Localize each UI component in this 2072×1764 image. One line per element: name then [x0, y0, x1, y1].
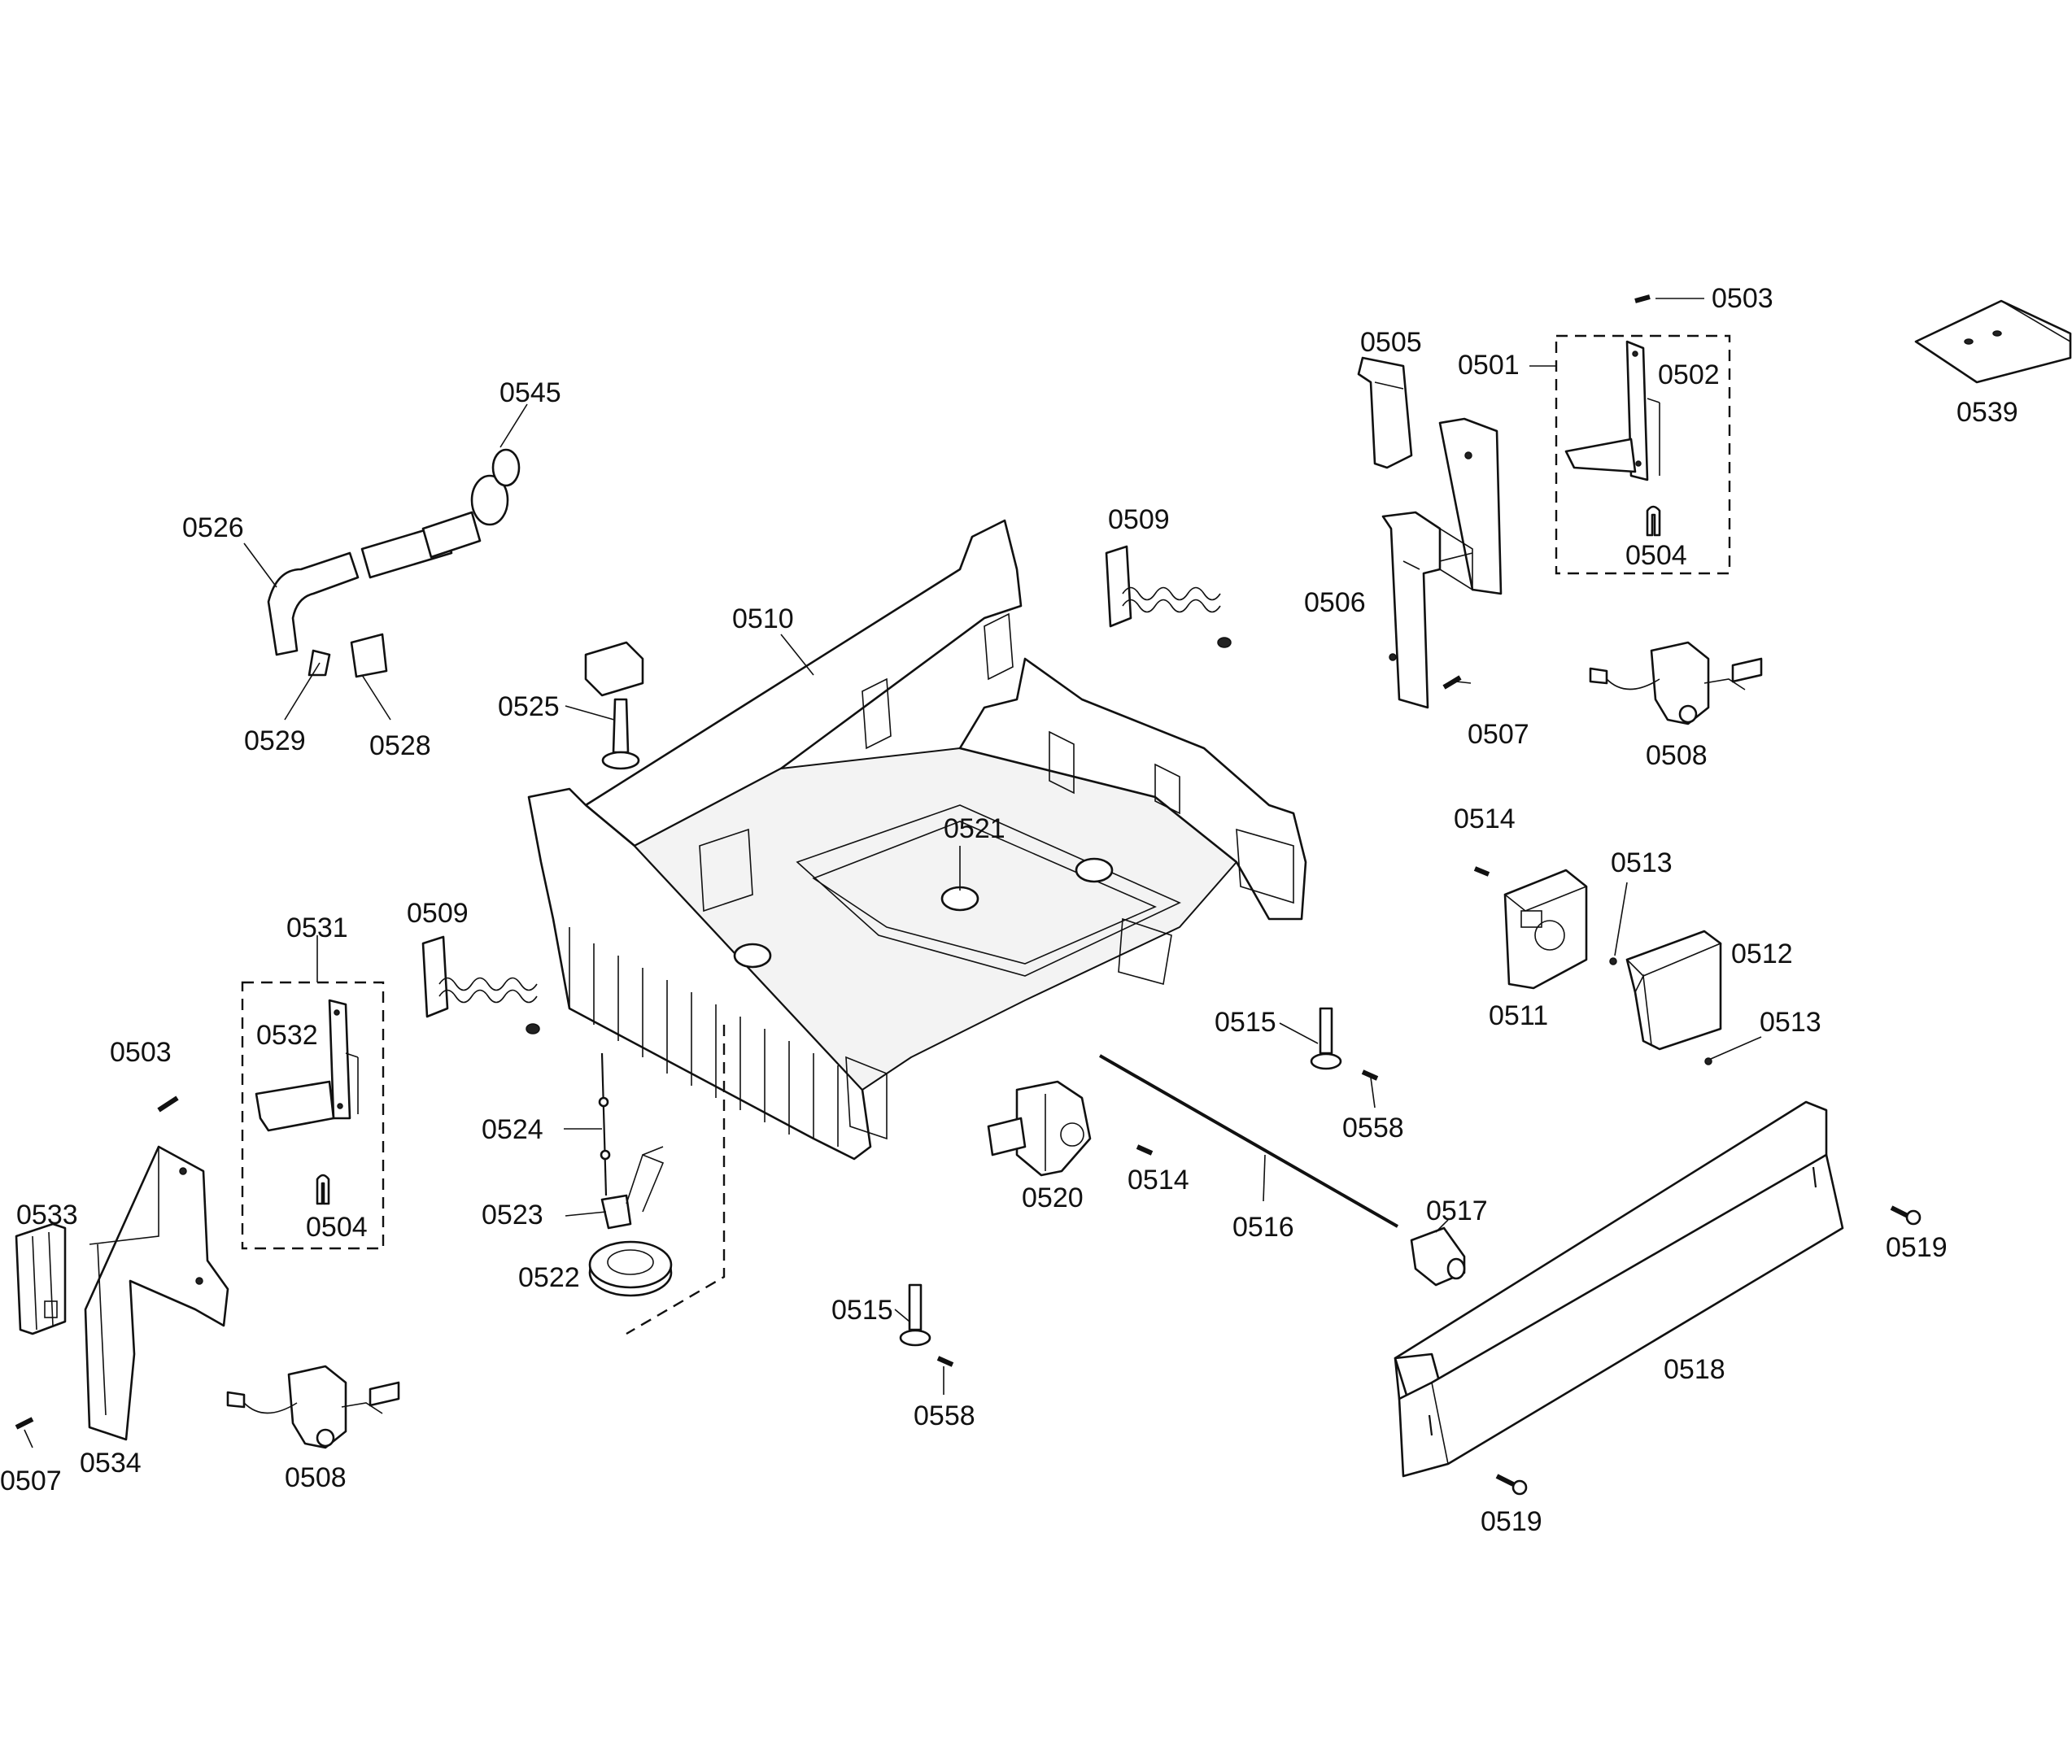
part-0505 — [1357, 356, 1413, 469]
part-0506 — [1381, 417, 1503, 709]
foot-0515-upper — [1310, 1007, 1342, 1070]
screw-0503-upper — [1634, 294, 1651, 303]
label-0513-upper: 0513 — [1611, 847, 1673, 878]
screw-0513-upper — [1609, 957, 1617, 965]
label-0503-upper: 0503 — [1712, 283, 1773, 314]
label-0516: 0516 — [1232, 1212, 1294, 1243]
label-0504-lower: 0504 — [306, 1212, 368, 1243]
screw-0507-upper — [1442, 675, 1462, 690]
part-0525 — [584, 641, 644, 770]
label-0509-upper: 0509 — [1108, 504, 1170, 535]
part-0509-lower — [421, 935, 540, 1034]
label-0528: 0528 — [369, 730, 431, 761]
label-0506: 0506 — [1304, 587, 1366, 618]
part-0504-lower — [316, 1174, 330, 1205]
part-0517 — [1410, 1226, 1466, 1287]
foot-0515-lower — [899, 1283, 931, 1347]
part-0508-upper — [1589, 641, 1763, 725]
part-0524 — [598, 1052, 611, 1196]
label-0501: 0501 — [1458, 350, 1520, 381]
part-0502 — [1564, 340, 1660, 481]
label-0525: 0525 — [498, 691, 560, 722]
screw-0519-bottom — [1495, 1474, 1528, 1496]
part-0539 — [1914, 299, 2072, 384]
label-0502: 0502 — [1658, 359, 1720, 390]
label-0511: 0511 — [1489, 1000, 1548, 1031]
label-0505: 0505 — [1360, 327, 1422, 358]
label-0526: 0526 — [182, 512, 244, 543]
base-tub — [527, 519, 1307, 1161]
pin-0558-upper — [1361, 1069, 1379, 1081]
part-0516 — [1099, 1054, 1398, 1228]
label-0519-bottom: 0519 — [1481, 1506, 1542, 1537]
label-0514-upper: 0514 — [1454, 804, 1516, 834]
part-0522 — [588, 1240, 673, 1297]
label-0539: 0539 — [1956, 397, 2018, 428]
part-0523 — [600, 1146, 665, 1230]
part-0512 — [1625, 930, 1722, 1051]
label-0509-lower: 0509 — [407, 898, 469, 929]
label-0508-upper: 0508 — [1646, 740, 1708, 771]
part-0504-upper — [1646, 505, 1661, 537]
label-0513-lower: 0513 — [1760, 1007, 1821, 1038]
label-0534: 0534 — [80, 1448, 142, 1479]
part-0533 — [15, 1222, 67, 1335]
label-0524: 0524 — [482, 1114, 543, 1145]
part-labels: 0503 0505 0501 0502 0539 0545 0526 0509 … — [0, 283, 2018, 1537]
label-0507-upper: 0507 — [1468, 719, 1529, 750]
label-0504-upper: 0504 — [1625, 540, 1687, 571]
label-0558-lower: 0558 — [914, 1400, 975, 1431]
group-0531-box — [241, 981, 385, 1250]
label-0523: 0523 — [482, 1200, 543, 1230]
screw-0513-lower — [1704, 1057, 1712, 1065]
label-0519-right: 0519 — [1886, 1232, 1948, 1263]
label-0558-upper: 0558 — [1342, 1113, 1404, 1143]
screw-0507-lower — [15, 1417, 34, 1430]
screw-0519-right — [1890, 1205, 1922, 1226]
label-0529: 0529 — [244, 725, 306, 756]
drain-hose — [267, 448, 521, 678]
part-0532 — [255, 999, 359, 1132]
pin-0558-lower — [936, 1356, 954, 1367]
label-0508-lower: 0508 — [285, 1462, 347, 1493]
label-0532: 0532 — [256, 1020, 318, 1051]
part-0509-upper — [1105, 545, 1232, 648]
part-0511 — [1503, 869, 1588, 990]
part-0520 — [987, 1080, 1092, 1177]
screw-0514-upper — [1473, 866, 1490, 877]
part-0518 — [1394, 1100, 1844, 1478]
part-0508-lower — [226, 1365, 400, 1449]
label-0514-lower: 0514 — [1128, 1165, 1189, 1196]
label-0515-upper: 0515 — [1215, 1007, 1276, 1038]
group-0501-box — [1555, 334, 1731, 575]
label-0515-lower: 0515 — [831, 1295, 893, 1326]
label-0512: 0512 — [1731, 939, 1793, 969]
leader-lines — [24, 298, 1762, 1448]
screw-0514-lower — [1136, 1144, 1154, 1156]
leader-0522 — [626, 1025, 726, 1335]
label-0533: 0533 — [16, 1200, 78, 1230]
screw-0503-lower — [157, 1095, 179, 1113]
label-0520: 0520 — [1022, 1183, 1084, 1213]
label-0510: 0510 — [732, 603, 794, 634]
label-0521: 0521 — [944, 813, 1005, 844]
label-0545: 0545 — [499, 377, 561, 408]
label-0518: 0518 — [1664, 1354, 1725, 1385]
label-0503-lower: 0503 — [110, 1037, 172, 1068]
label-0531: 0531 — [286, 912, 348, 943]
part-0534 — [84, 1145, 229, 1441]
label-0507-lower: 0507 — [0, 1466, 62, 1496]
label-0522: 0522 — [518, 1262, 580, 1293]
label-0517: 0517 — [1426, 1196, 1488, 1226]
